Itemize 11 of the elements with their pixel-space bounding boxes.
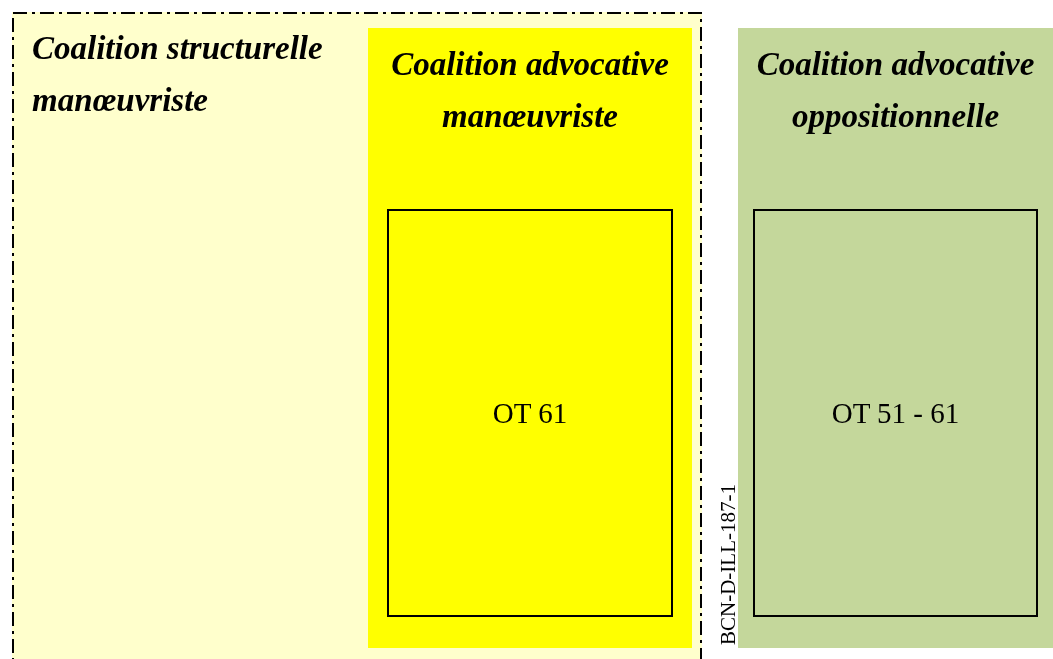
box-text: OT 61 [491, 396, 569, 430]
group-panel [368, 28, 692, 648]
group-title: Coalition advocative oppositionnelle [755, 45, 1036, 136]
group-panel [738, 28, 1053, 648]
content-box [387, 209, 673, 617]
group-title: Coalition advocative manœuvriste [390, 45, 670, 136]
group-title: Coalition structurelle manœuvriste [32, 29, 324, 120]
group-panel [12, 12, 702, 659]
content-box [753, 209, 1038, 617]
box-text: OT 51 - 61 [830, 396, 961, 430]
reference-code: BCN-D-ILL-187-1 [716, 484, 741, 645]
